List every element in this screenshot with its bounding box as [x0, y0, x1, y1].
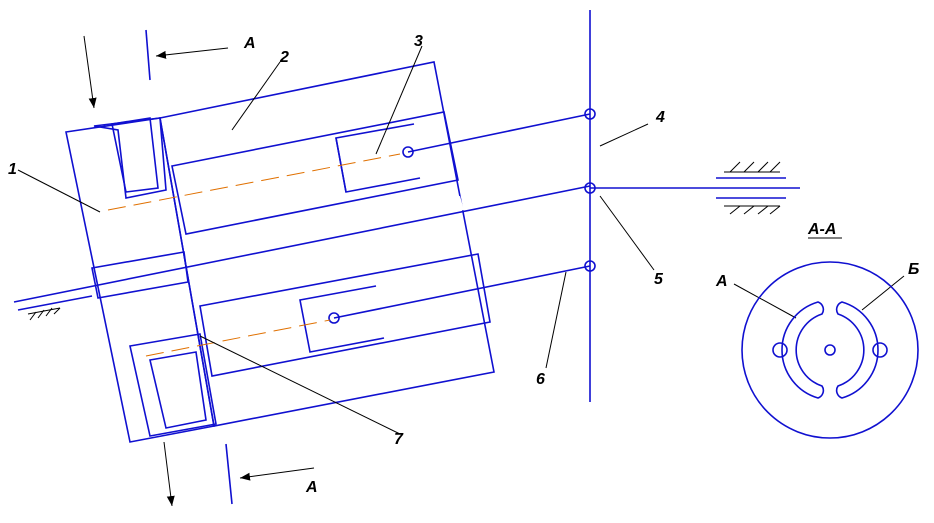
section-left-hole — [772, 342, 788, 358]
upper-bore — [171, 111, 459, 235]
lower-bore — [199, 253, 491, 377]
section-mark-bottom: A — [305, 479, 318, 496]
port-label-a: A — [715, 273, 728, 290]
label-5: 5 — [654, 271, 664, 288]
label-4: 4 — [655, 109, 665, 126]
leader-lines — [17, 45, 905, 435]
label-7: 7 — [394, 431, 404, 448]
section-cut-top — [83, 29, 229, 109]
section-view — [741, 237, 919, 439]
upper-piston-joint — [402, 146, 414, 158]
section-outer-circle — [741, 261, 919, 439]
joint-4 — [584, 108, 596, 120]
cylinder-block — [159, 61, 495, 427]
lower-axis-line — [145, 319, 331, 357]
upper-rod — [407, 113, 591, 153]
section-right-hole — [872, 342, 888, 358]
lower-rod — [333, 265, 591, 319]
section-title: A-A — [807, 221, 836, 238]
label-6: 6 — [536, 371, 545, 388]
kidney-port-b — [835, 301, 879, 399]
label-2: 2 — [279, 49, 289, 66]
port-label-b: Б — [908, 261, 919, 278]
label-3: 3 — [414, 33, 423, 50]
lower-piston-joint — [328, 312, 340, 324]
kidney-port-a — [781, 301, 825, 399]
swash-plate — [584, 10, 800, 402]
section-center-hole — [824, 344, 836, 356]
section-mark-top: A — [243, 35, 256, 52]
main-shaft — [13, 185, 591, 321]
lower-piston — [299, 265, 591, 353]
label-1: 1 — [8, 161, 17, 178]
upper-axis-line — [107, 153, 401, 211]
section-cut-bottom — [163, 441, 315, 507]
distributor-plate — [65, 117, 217, 443]
joint-6 — [584, 260, 596, 272]
